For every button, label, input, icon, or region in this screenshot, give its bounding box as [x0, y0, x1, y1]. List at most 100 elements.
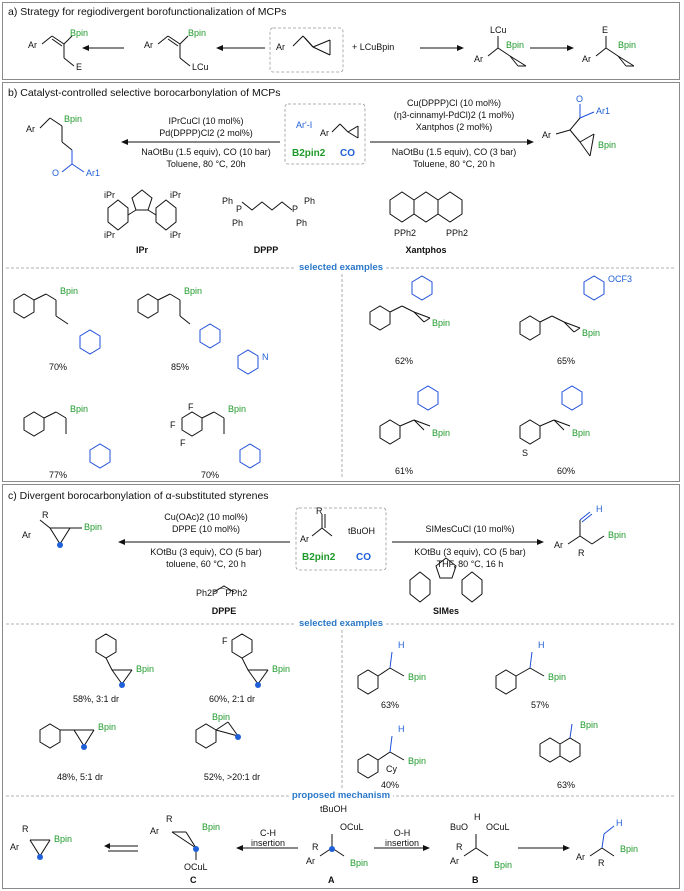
mech-p2-r: R: [598, 858, 605, 868]
b-lp-bpin: Bpin: [64, 114, 83, 124]
a-l1-bpin: Bpin: [70, 28, 89, 38]
mech-c-ar: Ar: [150, 826, 159, 836]
mech-b-h: H: [474, 812, 481, 822]
c-ex7-h: H: [398, 724, 405, 734]
b-ex4-f1: F: [188, 402, 194, 412]
b-ex4-bpin: Bpin: [228, 404, 247, 414]
mech-p1-ar: Ar: [10, 842, 19, 852]
b-left-cond-3: NaOtBu (1.5 equiv), CO (10 bar): [141, 147, 271, 157]
b-yield-1: 70%: [48, 362, 68, 372]
c-selected-examples: selected examples: [296, 618, 386, 629]
ligand-simes: SIMes: [432, 606, 460, 616]
mech-label-c: C: [190, 875, 197, 885]
ligand-dppp: DPPP: [253, 245, 279, 255]
b-box-ar: Ar: [320, 128, 329, 138]
c-ex5-h: H: [398, 640, 405, 650]
b-selected-examples: selected examples: [296, 262, 386, 273]
mech-label-b: B: [472, 875, 479, 885]
a-r1-lcu: LCu: [490, 25, 507, 35]
c-rp-ar: Ar: [554, 540, 563, 550]
b-box-b2pin2: B2pin2: [292, 148, 326, 159]
mech-b-r: R: [456, 842, 463, 852]
panel-c-title: c) Divergent borocarbonylation of α-subs…: [8, 490, 269, 502]
mcp-ar: Ar: [276, 42, 285, 52]
b-rp-bpin: Bpin: [598, 140, 617, 150]
b-yield-7: 61%: [394, 466, 414, 476]
dppp-ph-1: Ph: [222, 196, 234, 206]
b-ex2-bpin: Bpin: [184, 286, 203, 296]
ipr-sub-2: iPr: [170, 190, 181, 200]
panel-c: [2, 484, 680, 889]
examples-c-right: [357, 667, 581, 779]
panel-b: [2, 82, 680, 482]
a-l2-lcu: LCu: [192, 62, 209, 72]
mech-p1-bpin: Bpin: [54, 834, 73, 844]
c-yield-4: 52%, >20:1 dr: [203, 772, 261, 782]
b-left-cond-2: Pd(DPPP)Cl2 (2 mol%): [159, 128, 253, 138]
a-l1-e: E: [76, 62, 83, 72]
b-lp-ar: Ar: [26, 124, 35, 134]
mech-step1: C-H insertion: [250, 828, 286, 848]
mech-c-r: R: [166, 814, 173, 824]
lcubpin-reagent: + LCuBpin: [352, 42, 395, 52]
c-lp-ar: Ar: [22, 530, 31, 540]
ligand-ipr: IPr: [135, 245, 149, 255]
mech-a-ocul: OCuL: [340, 822, 364, 832]
mech-c-bpin: Bpin: [202, 822, 221, 832]
b-left-cond-4: Toluene, 80 °C, 20h: [166, 159, 246, 169]
a-r1-ar: Ar: [474, 54, 483, 64]
dppp-ph-2: Ph: [232, 218, 244, 228]
c-ex2-f: F: [222, 636, 228, 646]
c-right-cond-3: THF, 80 °C, 16 h: [436, 559, 504, 569]
mech-step2: O-H insertion: [384, 828, 420, 848]
mech-a-bpin: Bpin: [350, 858, 369, 868]
b-ex6-bpin: Bpin: [582, 328, 601, 338]
b-left-cond-1: IPrCuCl (10 mol%): [168, 116, 244, 126]
b-ex4-f2: F: [170, 420, 176, 430]
b-ex1-bpin: Bpin: [60, 286, 79, 296]
c-lp-r: R: [42, 510, 49, 520]
b-right-cond-2: (η3-cinnamyl-PdCl)2 (1 mol%): [393, 110, 515, 120]
b-yield-8: 60%: [556, 466, 576, 476]
c-box-r: R: [316, 506, 323, 516]
mech-b-bpin: Bpin: [494, 860, 513, 870]
c-rp-h: H: [596, 504, 603, 514]
ligand-dppe: DPPE: [211, 606, 237, 616]
c-ex7-bpin: Bpin: [408, 756, 427, 766]
b-ex7-bpin: Bpin: [432, 428, 451, 438]
b-ex8-bpin: Bpin: [572, 428, 591, 438]
b-right-cond-3: Xantphos (2 mol%): [415, 122, 493, 132]
b-yield-4: 70%: [200, 470, 220, 480]
dppp-p-2: P: [292, 204, 299, 214]
b-lp-o: O: [52, 168, 60, 178]
mech-p1-r: R: [22, 824, 29, 834]
a-l1-ar: Ar: [28, 40, 37, 50]
a-l2-ar: Ar: [144, 40, 153, 50]
b-ex6-ocf3: OCF3: [608, 274, 633, 284]
b-yield-6: 65%: [556, 356, 576, 366]
c-box-tbuoh: tBuOH: [348, 526, 376, 536]
panel-b-title: b) Catalyst-controlled selective borocar…: [8, 87, 281, 99]
ipr-sub-4: iPr: [170, 230, 181, 240]
b-yield-5: 62%: [394, 356, 414, 366]
c-left-cond-2: DPPE (10 mol%): [171, 524, 241, 534]
a-l2-bpin: Bpin: [188, 28, 207, 38]
c-box-ar: Ar: [300, 534, 309, 544]
c-right-cond-2: KOtBu (3 equiv), CO (5 bar): [414, 547, 526, 557]
c-ex2-bpin: Bpin: [272, 664, 291, 674]
c-yield-7: 40%: [380, 780, 400, 790]
examples-b-right: [369, 305, 581, 445]
c-box-co: CO: [356, 552, 371, 563]
b-right-cond-1: Cu(DPPP)Cl (10 mol%): [406, 98, 502, 108]
b-yield-3: 77%: [48, 470, 68, 480]
examples-b-left: [13, 293, 225, 437]
b-ex4-f3: F: [180, 438, 186, 448]
mechanism-title: proposed mechanism: [288, 790, 394, 801]
b-ex3-bpin: Bpin: [70, 404, 89, 414]
mech-b-buo: BuO: [450, 822, 469, 832]
c-rp-r: R: [578, 548, 585, 558]
c-ex6-h: H: [538, 640, 545, 650]
c-lp-bpin: Bpin: [84, 522, 103, 532]
a-r2-ar: Ar: [582, 54, 591, 64]
b-rp-ar: Ar: [542, 130, 551, 140]
